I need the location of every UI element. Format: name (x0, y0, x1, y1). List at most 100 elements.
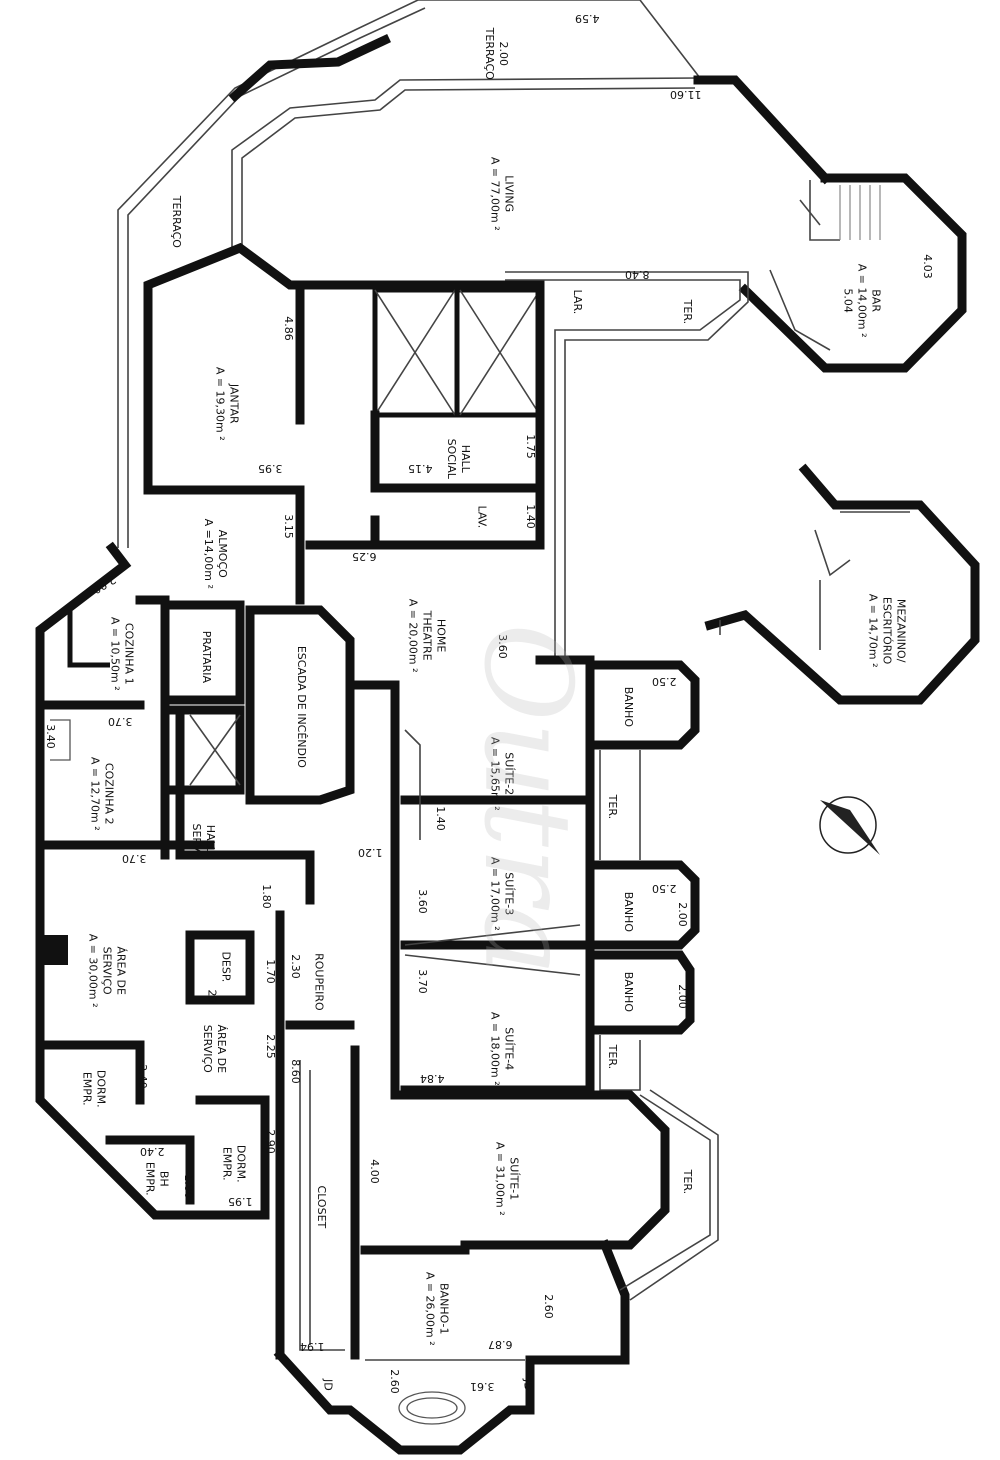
suite2-area: A = 15,65m ² (488, 736, 502, 811)
suite3-name: SUÍTE-3 (502, 872, 516, 916)
room-area-servico2: ÁREA DE SERVIÇO (201, 1024, 228, 1073)
dim-415: 4.15 (408, 462, 433, 475)
area-servico1-name2: SERVIÇO (100, 946, 114, 995)
dim-140: 1.40 (523, 504, 537, 529)
dim-360a: 3.60 (495, 634, 509, 659)
dim-200b: 2.00 (675, 984, 689, 1009)
suite4-area: A = 18,00m ² (488, 1011, 502, 1086)
dim-195: 1.95 (228, 1195, 253, 1208)
almoco-name: ALMOÇO (215, 529, 229, 578)
bar-area: A = 14,00m ² (855, 263, 869, 338)
mezanino-walls (704, 463, 980, 705)
dim-687: 6.87 (488, 1338, 513, 1351)
dim-175: 1.75 (523, 434, 537, 459)
room-ter-top: TER. (680, 300, 694, 324)
living-walls (693, 75, 967, 373)
dim-20: 20 (205, 989, 219, 1004)
dim-840: 8.40 (625, 268, 650, 281)
dim-370c: 3.70 (415, 969, 429, 994)
dorm-empr1-name: DORM. (94, 1069, 108, 1108)
cozinha2-name: COZINHA 2 (102, 762, 116, 825)
room-ter-s4: TER. (605, 1045, 619, 1069)
dim-230: 2.30 (288, 954, 302, 979)
dim-240a: 2.40 (135, 1064, 149, 1089)
suite3-area: A = 17,00m ² (488, 856, 502, 931)
dim-180: 1.80 (259, 884, 273, 909)
room-hall-serv: HALL SERV. (190, 823, 218, 854)
hall-social-name2: SOCIAL (445, 438, 459, 479)
bh-empr-name2: EMPR. (143, 1161, 157, 1196)
ter-s2-name: TER. (606, 794, 620, 820)
room-suite4: SUÍTE-4 A = 18,00m ² (488, 1012, 516, 1086)
dim-290b: 2.90 (263, 1129, 277, 1154)
ter-s1-name: TER. (681, 1169, 695, 1195)
ter-top-name: TER. (681, 299, 695, 325)
dim-170: 1.70 (263, 959, 277, 984)
dim-360b: 3.60 (415, 889, 429, 914)
room-escada: ESCADA DE INCÊNDIO (294, 646, 308, 768)
core-walls (143, 242, 749, 660)
room-terraco-left: TERRAÇO (169, 196, 183, 248)
room-rouparia: ROUPEIRO (312, 953, 326, 1010)
suite1-area: A = 31,00m ² (493, 1141, 507, 1216)
room-jantar: JANTAR A = 19,30m ² (213, 367, 241, 441)
room-banho-s4: BANHO (621, 972, 635, 1012)
dorm-empr1-name2: EMPR. (80, 1071, 94, 1106)
room-ter-s1: TER. (680, 1170, 694, 1194)
suite1-walls (273, 910, 719, 1455)
room-closet: CLOSET (314, 1186, 328, 1229)
lav-name: LAV. (475, 505, 489, 529)
area-servico1-area: A = 30,00m ² (87, 933, 101, 1008)
dim-194: 1.94 (300, 1340, 325, 1353)
dim-260a: 2.60 (541, 1294, 555, 1319)
room-suite3: SUÍTE-3 A = 17,00m ² (488, 857, 516, 931)
dim-240b: 2.40 (140, 1145, 165, 1158)
banho-s3-name: BANHO (621, 891, 635, 932)
dim-315: 3.15 (281, 514, 295, 539)
cozinha1-area: A = 10,50m ² (108, 616, 122, 691)
hall-social-name: HALL (458, 444, 472, 473)
suite4-name: SUÍTE-4 (502, 1027, 516, 1071)
suite1-name: SUÍTE-1 (507, 1157, 521, 1201)
cozinha2-area: A = 12,70m ² (88, 756, 102, 831)
room-dorm-empr2: DORM. EMPR. (220, 1145, 248, 1183)
jd-right-name: JD (521, 1379, 535, 1391)
dim-225: 2.25 (263, 1034, 277, 1059)
escada-name: ESCADA DE INCÊNDIO (294, 645, 308, 768)
dim-486: 4.86 (281, 316, 295, 341)
dim-395: 3.95 (258, 462, 283, 475)
terraco-top-name: TERRAÇO (483, 27, 497, 80)
dim-140b: 1.40 (433, 806, 447, 831)
bar-dim: 5.04 (842, 288, 856, 313)
room-banho-s3: BANHO (621, 892, 635, 932)
room-living: LIVING A = 77,00m ² (488, 157, 516, 231)
living-area: A = 77,00m ² (488, 156, 502, 231)
dim-120: 1.20 (358, 846, 383, 859)
room-mezanino: MEZANINO/ ESCRITÓRIO A = 14,70m ² (866, 594, 908, 668)
dim-860: 8.60 (288, 1059, 302, 1084)
area-servico1-name: ÁREA DE (114, 946, 128, 995)
dim-400: 4.00 (367, 1159, 381, 1184)
room-cozinha1: COZINHA 1 A = 10,50m ² (108, 617, 136, 691)
room-jd-left: JD (321, 1379, 335, 1391)
mezanino-name: MEZANINO/ (894, 598, 908, 663)
room-suite1: SUÍTE-1 A = 31,00m ² (493, 1142, 521, 1216)
north-arrow-icon (819, 796, 880, 855)
room-hall-social: HALL SOCIAL (444, 439, 472, 479)
prataria-name: PRATARIA (200, 630, 214, 684)
banho-s2-name: BANHO (621, 686, 635, 727)
room-almoco: ALMOÇO A =14,00m ² (201, 519, 229, 589)
room-terraco-top: 2.00 TERRAÇO (482, 28, 510, 80)
suite2-name: SUÍTE-2 (502, 752, 516, 796)
hall-serv-name: HALL (204, 824, 218, 853)
banho1-name: BANHO-1 (437, 1282, 451, 1335)
dim-370a: 3.70 (108, 715, 133, 728)
jd-left-name: JD (321, 1379, 335, 1391)
dim-484: 4.84 (420, 1072, 445, 1085)
dim-361: 3.61 (470, 1380, 495, 1393)
room-banho-s2: BANHO (621, 687, 635, 727)
room-cozinha2: COZINHA 2 A = 12,70m ² (88, 757, 116, 831)
dim-370b: 3.70 (122, 852, 147, 865)
room-lar: LAR. (570, 290, 584, 315)
